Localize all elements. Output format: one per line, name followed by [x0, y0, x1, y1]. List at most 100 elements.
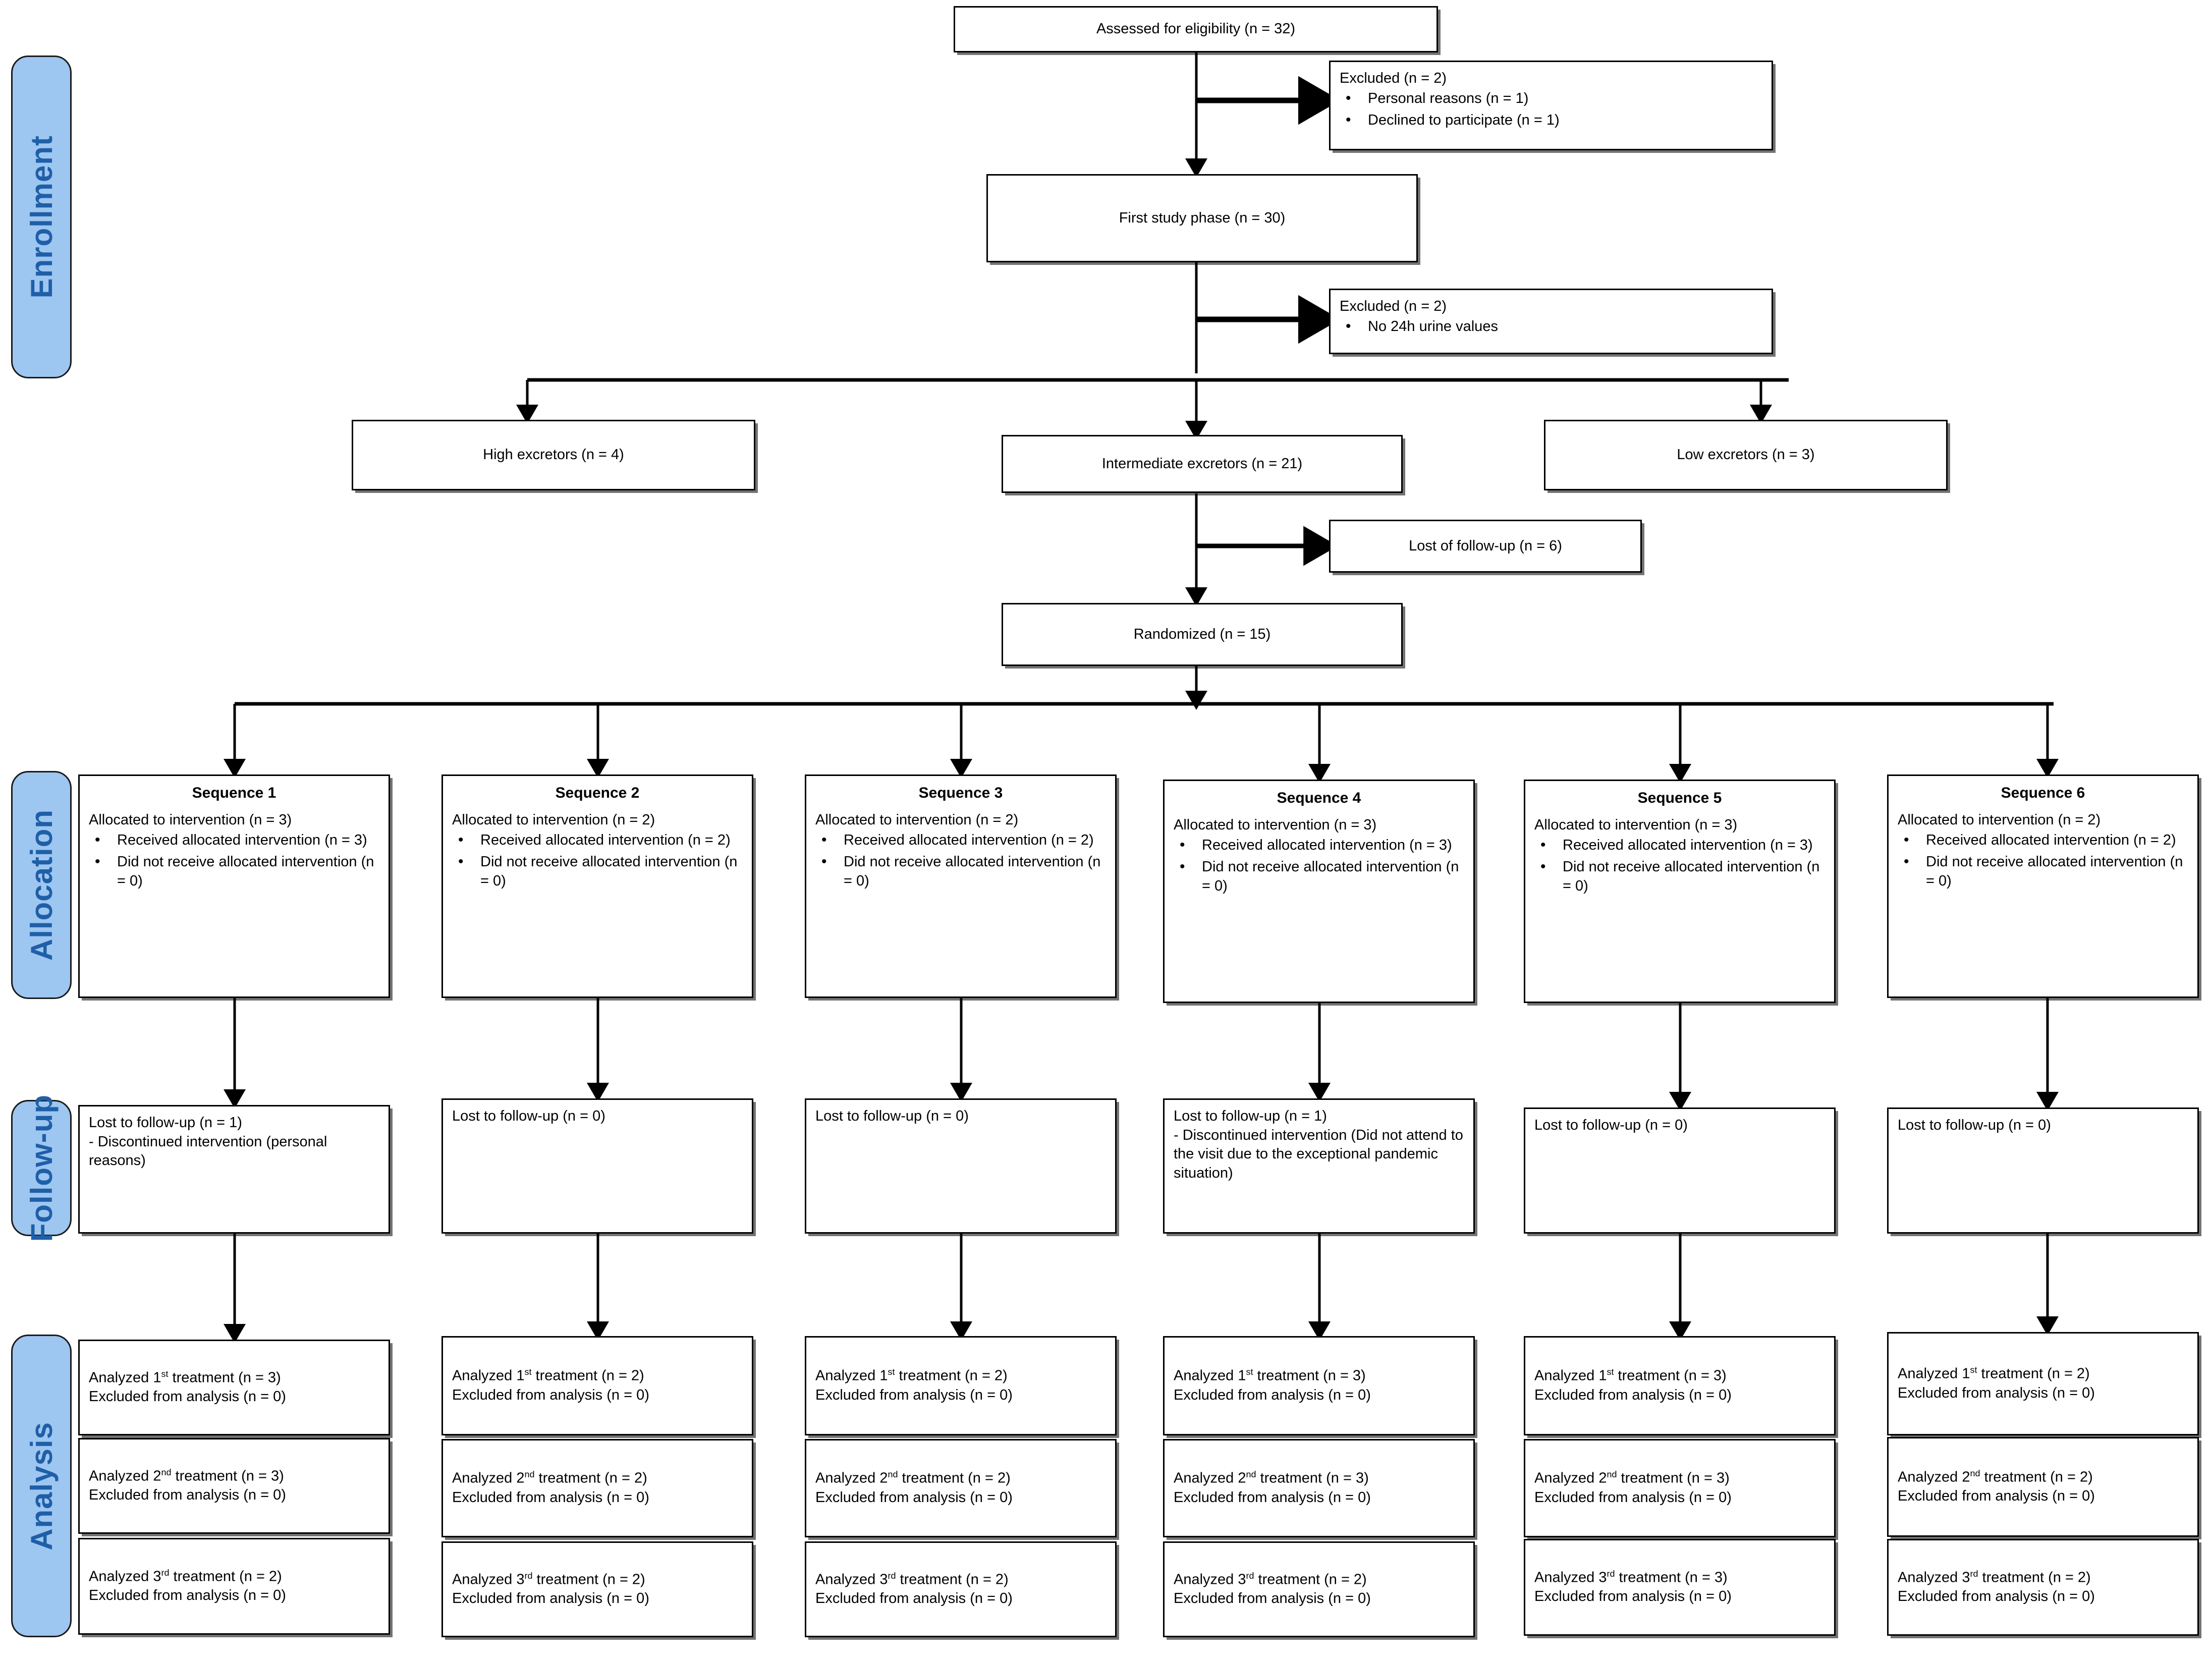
allocation-bullet: Did not receive allocated intervention (… — [95, 852, 379, 891]
low-excretors-label: Low excretors (n = 3) — [1677, 447, 1815, 463]
box-allocation-sequence-1: Sequence 1 Allocated to intervention (n … — [78, 774, 390, 998]
analysis-excluded-label: Excluded from analysis (n = 0) — [815, 1387, 1013, 1403]
analysis-excluded-label: Excluded from analysis (n = 0) — [1534, 1588, 1732, 1605]
analysis-excluded-label: Excluded from analysis (n = 0) — [1174, 1387, 1371, 1403]
box-first-study-phase: First study phase (n = 30) — [986, 174, 1418, 262]
analysis-analyzed-label: Analyzed 3rd treatment (n = 2) — [452, 1570, 645, 1588]
allocation-bullet: Did not receive allocated intervention (… — [1904, 852, 2188, 891]
followup-lost-label: Lost to follow-up (n = 0) — [452, 1108, 605, 1124]
box-allocation-sequence-6: Sequence 6 Allocated to intervention (n … — [1887, 774, 2199, 998]
box-allocation-sequence-5: Sequence 5 Allocated to intervention (n … — [1524, 780, 1836, 1003]
allocation-bullet: Received allocated intervention (n = 3) — [1180, 835, 1464, 855]
lost-of-follow-up-label: Lost of follow-up (n = 6) — [1409, 537, 1562, 554]
allocation-bullet: Did not receive allocated intervention (… — [821, 852, 1106, 891]
box-excluded-first: Excluded (n = 2) Personal reasons (n = 1… — [1329, 61, 1773, 150]
analysis-excluded-label: Excluded from analysis (n = 0) — [1898, 1588, 2095, 1605]
sequence-title: Sequence 5 — [1637, 790, 1722, 806]
sequence-title: Sequence 6 — [2001, 785, 2085, 801]
allocated-label: Allocated to intervention (n = 2) — [1898, 812, 2101, 828]
analysis-analyzed-label: Analyzed 2nd treatment (n = 3) — [1534, 1469, 1730, 1487]
box-analysis-r1-c3: Analyzed 1st treatment (n = 2) Excluded … — [805, 1336, 1117, 1435]
box-analysis-r3-c1: Analyzed 3rd treatment (n = 2) Excluded … — [78, 1538, 390, 1635]
sequence-title: Sequence 1 — [192, 785, 276, 801]
analysis-analyzed-label: Analyzed 1st treatment (n = 3) — [1534, 1367, 1727, 1384]
box-high-excretors: High excretors (n = 4) — [352, 420, 755, 490]
analysis-analyzed-label: Analyzed 3rd treatment (n = 2) — [1174, 1570, 1367, 1588]
followup-lost-label: Lost to follow-up (n = 0) — [1898, 1117, 2051, 1133]
box-analysis-r3-c6: Analyzed 3rd treatment (n = 2) Excluded … — [1887, 1539, 2199, 1636]
analysis-analyzed-label: Analyzed 3rd treatment (n = 2) — [89, 1567, 282, 1585]
analysis-excluded-label: Excluded from analysis (n = 0) — [1898, 1488, 2095, 1505]
analysis-excluded-label: Excluded from analysis (n = 0) — [89, 1487, 286, 1504]
allocation-bullet: Received allocated intervention (n = 2) — [1904, 830, 2188, 850]
analysis-excluded-label: Excluded from analysis (n = 0) — [452, 1590, 649, 1607]
analysis-excluded-label: Excluded from analysis (n = 0) — [89, 1587, 286, 1604]
excluded-second-heading: Excluded (n = 2) — [1340, 298, 1447, 314]
box-assessed-for-eligibility: Assessed for eligibility (n = 32) — [954, 6, 1438, 52]
analysis-excluded-label: Excluded from analysis (n = 0) — [815, 1590, 1013, 1607]
assessed-label: Assessed for eligibility (n = 32) — [1096, 21, 1296, 37]
analysis-analyzed-label: Analyzed 2nd treatment (n = 3) — [89, 1467, 284, 1484]
box-followup-sequence-5: Lost to follow-up (n = 0) — [1524, 1107, 1836, 1234]
box-analysis-r1-c1: Analyzed 1st treatment (n = 3) Excluded … — [78, 1340, 390, 1435]
allocated-label: Allocated to intervention (n = 2) — [452, 812, 655, 828]
stage-label-allocation-text: Allocation — [24, 809, 59, 961]
box-excluded-second: Excluded (n = 2) No 24h urine values — [1329, 289, 1773, 354]
analysis-excluded-label: Excluded from analysis (n = 0) — [1898, 1384, 2095, 1401]
allocation-bullet: Received allocated intervention (n = 2) — [458, 830, 743, 850]
first-study-phase-label: First study phase (n = 30) — [1119, 209, 1286, 226]
analysis-analyzed-label: Analyzed 1st treatment (n = 2) — [1898, 1365, 2090, 1382]
analysis-excluded-label: Excluded from analysis (n = 0) — [1174, 1489, 1371, 1506]
analysis-analyzed-label: Analyzed 2nd treatment (n = 2) — [815, 1469, 1011, 1487]
stage-label-followup: Follow-up — [11, 1094, 72, 1242]
box-lost-of-follow-up: Lost of follow-up (n = 6) — [1329, 520, 1642, 573]
box-analysis-r2-c6: Analyzed 2nd treatment (n = 2) Excluded … — [1887, 1437, 2199, 1537]
box-followup-sequence-1: Lost to follow-up (n = 1) - Discontinued… — [78, 1105, 390, 1234]
analysis-excluded-label: Excluded from analysis (n = 0) — [1534, 1387, 1732, 1403]
box-allocation-sequence-4: Sequence 4 Allocated to intervention (n … — [1163, 780, 1475, 1003]
box-analysis-r3-c5: Analyzed 3rd treatment (n = 3) Excluded … — [1524, 1539, 1836, 1636]
box-analysis-r2-c3: Analyzed 2nd treatment (n = 2) Excluded … — [805, 1439, 1117, 1537]
followup-lost-label: Lost to follow-up (n = 0) — [815, 1108, 969, 1124]
analysis-analyzed-label: Analyzed 3rd treatment (n = 2) — [1898, 1568, 2091, 1586]
analysis-excluded-label: Excluded from analysis (n = 0) — [1174, 1590, 1371, 1607]
analysis-excluded-label: Excluded from analysis (n = 0) — [815, 1489, 1013, 1506]
followup-lost-label: Lost to follow-up (n = 0) — [1534, 1117, 1688, 1133]
allocation-bullet: Did not receive allocated intervention (… — [1180, 857, 1464, 896]
allocated-label: Allocated to intervention (n = 3) — [89, 812, 292, 828]
randomized-label: Randomized (n = 15) — [1133, 626, 1271, 642]
analysis-analyzed-label: Analyzed 2nd treatment (n = 2) — [452, 1469, 647, 1487]
box-analysis-r2-c4: Analyzed 2nd treatment (n = 3) Excluded … — [1163, 1439, 1475, 1537]
sequence-title: Sequence 4 — [1277, 790, 1361, 806]
analysis-analyzed-label: Analyzed 2nd treatment (n = 2) — [1898, 1468, 2093, 1485]
box-low-excretors: Low excretors (n = 3) — [1544, 420, 1948, 490]
box-followup-sequence-2: Lost to follow-up (n = 0) — [441, 1098, 753, 1234]
stage-label-enrollment-text: Enrollment — [24, 135, 59, 299]
box-followup-sequence-4: Lost to follow-up (n = 1) - Discontinued… — [1163, 1098, 1475, 1234]
excluded-second-item: No 24h urine values — [1346, 316, 1762, 337]
box-followup-sequence-6: Lost to follow-up (n = 0) — [1887, 1107, 2199, 1234]
sequence-title: Sequence 2 — [555, 785, 640, 801]
analysis-analyzed-label: Analyzed 3rd treatment (n = 3) — [1534, 1568, 1728, 1586]
allocated-label: Allocated to intervention (n = 2) — [815, 812, 1019, 828]
excluded-first-heading: Excluded (n = 2) — [1340, 70, 1447, 86]
analysis-excluded-label: Excluded from analysis (n = 0) — [452, 1387, 649, 1403]
box-analysis-r3-c2: Analyzed 3rd treatment (n = 2) Excluded … — [441, 1541, 753, 1637]
followup-lost-label: Lost to follow-up (n = 1) — [89, 1115, 242, 1131]
intermediate-excretors-label: Intermediate excretors (n = 21) — [1101, 455, 1303, 472]
box-randomized: Randomized (n = 15) — [1002, 603, 1403, 666]
stage-label-analysis-text: Analysis — [24, 1421, 59, 1550]
analysis-analyzed-label: Analyzed 1st treatment (n = 2) — [452, 1367, 644, 1384]
stage-label-enrollment: Enrollment — [11, 56, 72, 378]
allocation-bullet: Did not receive allocated intervention (… — [1540, 857, 1825, 896]
followup-detail-label: - Discontinued intervention (personal re… — [89, 1133, 327, 1169]
analysis-excluded-label: Excluded from analysis (n = 0) — [1534, 1489, 1732, 1506]
stage-label-followup-text: Follow-up — [24, 1094, 59, 1242]
box-analysis-r1-c4: Analyzed 1st treatment (n = 3) Excluded … — [1163, 1336, 1475, 1435]
analysis-excluded-label: Excluded from analysis (n = 0) — [89, 1389, 286, 1405]
box-analysis-r3-c3: Analyzed 3rd treatment (n = 2) Excluded … — [805, 1541, 1117, 1637]
allocated-label: Allocated to intervention (n = 3) — [1534, 817, 1738, 833]
allocation-bullet: Received allocated intervention (n = 3) — [95, 830, 379, 850]
analysis-analyzed-label: Analyzed 3rd treatment (n = 2) — [815, 1570, 1009, 1588]
